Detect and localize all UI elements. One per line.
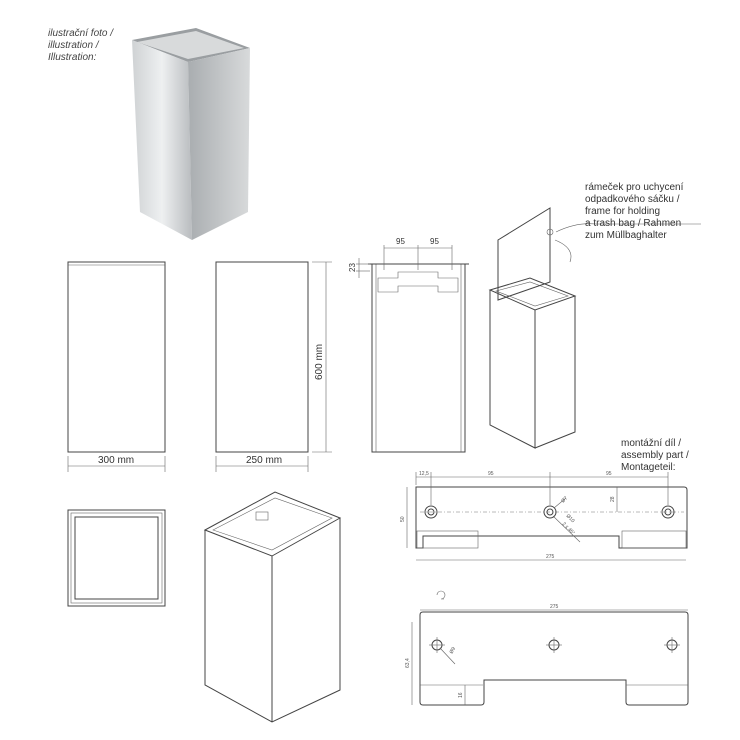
mounting-plate-front: 12,5 95 95 28 50 275 Ø7 Ø10 2 x 45°	[400, 471, 688, 561]
top-view	[67, 509, 166, 607]
frame-callout-line3: frame for holding	[585, 206, 660, 217]
photo-caption-line2: illustration /	[48, 40, 100, 51]
plate-dim-right: 95	[606, 471, 612, 477]
back-dim-top: 23	[348, 263, 357, 272]
plate-dim-height: 50	[400, 516, 406, 522]
assembly-caption-line1: montážní díl /	[621, 438, 681, 449]
mounting-plate-flat: Ø9 275 63,4 16	[405, 590, 689, 706]
product-photo	[132, 28, 250, 240]
plate-dim-hole-offset: 28	[610, 496, 616, 502]
plate-dim-length: 275	[546, 554, 555, 560]
side-height-label: 600 mm	[314, 344, 325, 380]
plate-hole-outer: Ø10	[565, 513, 576, 524]
plate-hole-inner: Ø7	[560, 495, 569, 504]
perspective-open-frame	[488, 207, 701, 449]
plate-dim-edge: 12,5	[419, 471, 429, 477]
assembly-caption-line2: assembly part /	[621, 450, 689, 461]
front-view: 300 mm	[67, 261, 166, 472]
assembly-caption-line3: Montageteil:	[621, 462, 675, 473]
plate-chamfer: 2 x 45°	[561, 521, 576, 536]
side-view: 250 mm 600 mm	[215, 261, 332, 472]
frame-callout-line2: odpadkového sáčku /	[585, 194, 680, 205]
plate-flat-height: 63,4	[405, 658, 411, 668]
frame-callout-line4: a trash bag / Rahmen	[585, 218, 681, 229]
perspective-closed	[203, 491, 342, 723]
back-dim-right: 95	[430, 237, 439, 246]
back-dim-left: 95	[396, 237, 405, 246]
plate-flat-hole: Ø9	[449, 646, 458, 655]
frame-callout-line1: rámeček pro uchycení	[585, 182, 684, 193]
side-width-label: 250 mm	[246, 455, 282, 466]
plate-dim-left: 95	[488, 471, 494, 477]
front-width-label: 300 mm	[98, 455, 134, 466]
photo-caption-line1: ilustrační foto /	[48, 28, 114, 39]
plate-flat-length: 275	[550, 604, 559, 610]
back-view: 95 95 23	[348, 237, 469, 453]
photo-caption-line3: Illustration:	[48, 52, 97, 63]
frame-callout-line5: zum Müllbaghalter	[585, 230, 667, 241]
rotate-icon	[436, 590, 446, 600]
plate-flat-tab: 16	[458, 692, 464, 698]
